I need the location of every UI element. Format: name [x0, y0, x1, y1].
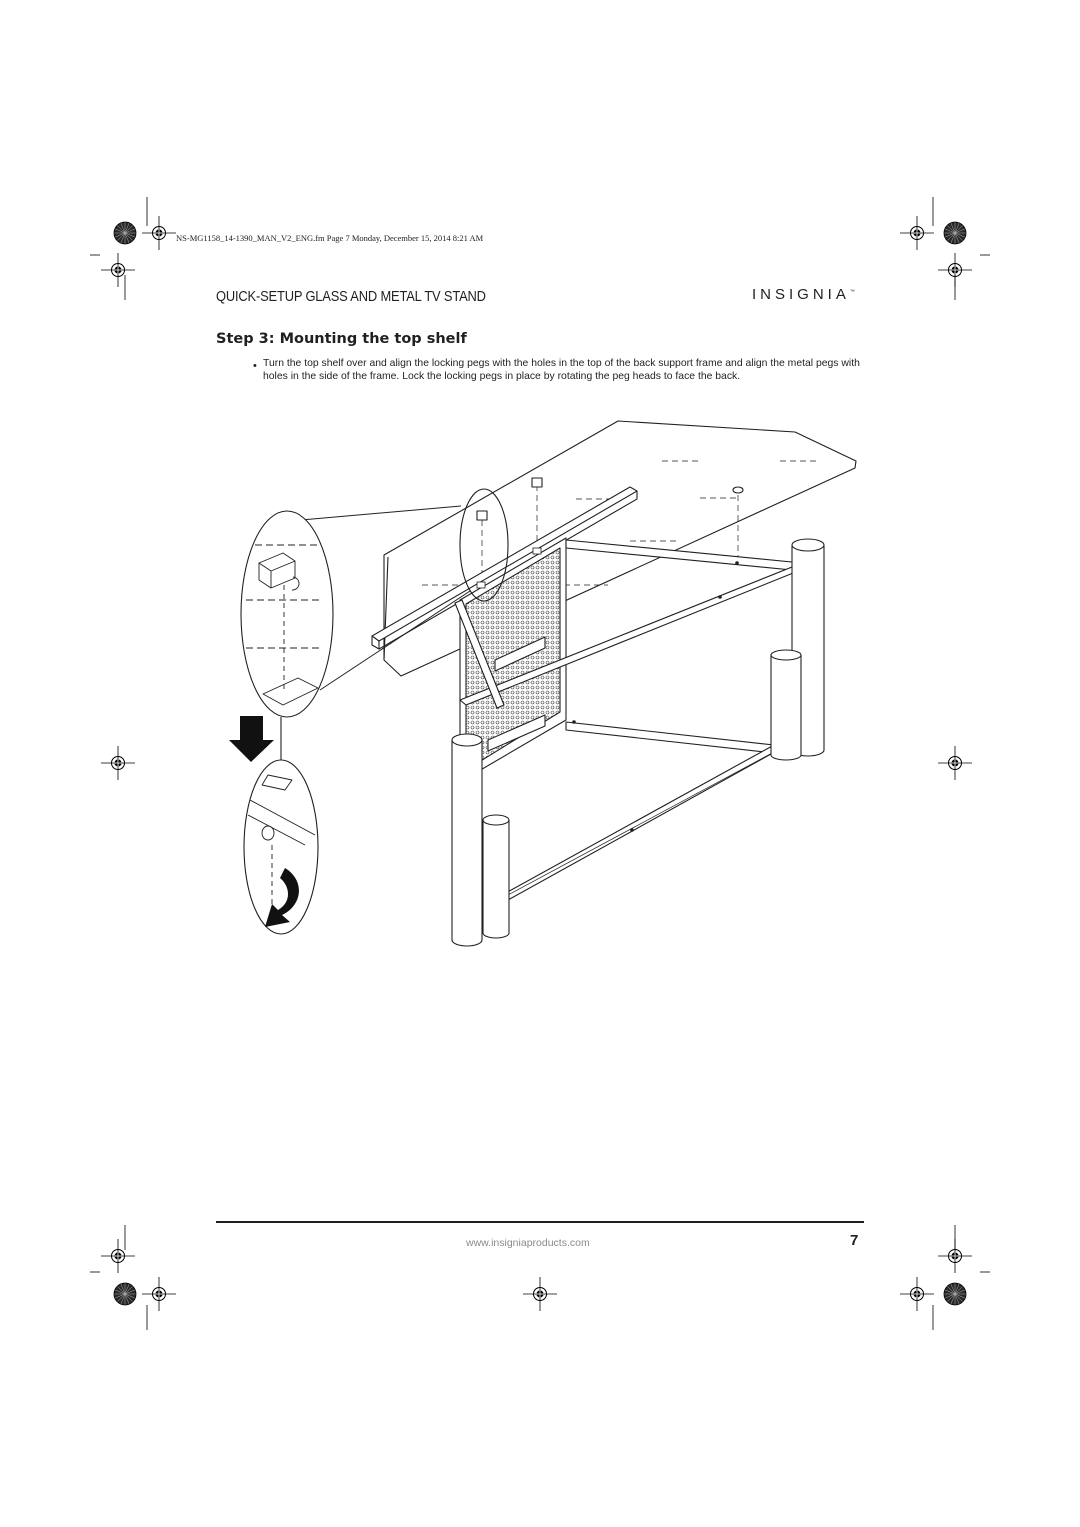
- instruction-text: Turn the top shelf over and align the lo…: [263, 358, 860, 382]
- registration-crosshair-icon: [937, 745, 973, 781]
- registration-crosshair-icon: [899, 1276, 935, 1312]
- registration-crosshair-icon: [522, 1276, 558, 1312]
- brand-logo: INSIGNIA™: [752, 286, 855, 303]
- rotate-arrow-icon: [265, 868, 299, 927]
- step-heading: Step 3: Mounting the top shelf: [216, 331, 467, 347]
- footer-website-link[interactable]: www.insigniaproducts.com: [466, 1237, 590, 1249]
- footer-divider: [216, 1221, 864, 1223]
- starburst-target-icon: [943, 1282, 967, 1306]
- registration-crosshair-icon: [100, 745, 136, 781]
- down-arrow-icon: [229, 716, 274, 762]
- registration-crosshair-icon: [100, 1238, 136, 1274]
- registration-crosshair-icon: [937, 252, 973, 288]
- trademark-symbol: ™: [849, 289, 855, 295]
- registration-crosshair-icon: [937, 1238, 973, 1274]
- registration-crosshair-icon: [899, 215, 935, 251]
- page-number: 7: [850, 1232, 859, 1249]
- tv-stand-illustration: [240, 420, 857, 947]
- starburst-target-icon: [943, 221, 967, 245]
- printer-slug-line: NS-MG1158_14-1390_MAN_V2_ENG.fm Page 7 M…: [176, 233, 484, 243]
- registration-crosshair-icon: [100, 252, 136, 288]
- brand-name: INSIGNIA: [752, 286, 850, 303]
- starburst-target-icon: [113, 1282, 137, 1306]
- starburst-target-icon: [113, 221, 137, 245]
- bullet-marker: •: [253, 360, 257, 372]
- document-title: QUICK-SETUP GLASS AND METAL TV STAND: [216, 288, 486, 305]
